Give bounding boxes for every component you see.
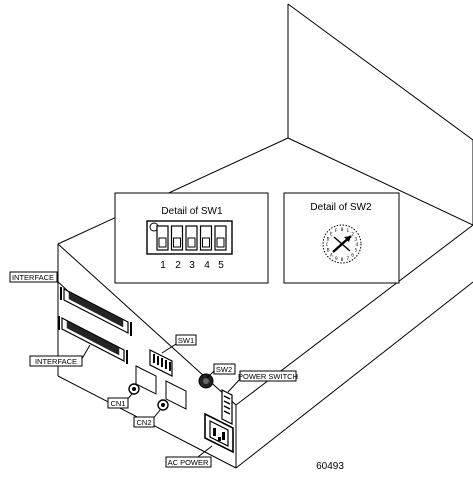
dial-digit: F — [335, 228, 338, 234]
dip-toggle-knob — [173, 237, 181, 248]
dial-digit: 3 — [355, 236, 358, 242]
dial-digit: E — [330, 231, 333, 237]
label-power-switch: POWER SWITCH — [238, 372, 298, 381]
dial-digit: D — [327, 236, 330, 242]
dial-digit: 4 — [356, 242, 359, 248]
cn1-jack — [128, 365, 157, 395]
dip-toggle-knob — [158, 237, 167, 248]
dial-digit: 6 — [351, 253, 354, 259]
label-ac-power: AC POWER — [168, 458, 209, 467]
dial-digit: B — [327, 248, 330, 254]
dip-toggle-knob — [216, 237, 225, 248]
sw1-detail-panel: Detail of SW1 1 2 3 4 5 — [114, 192, 269, 284]
interface-connector-top — [60, 287, 132, 336]
dial-digit: C — [326, 242, 329, 248]
sw2-rotary-knob — [198, 373, 214, 389]
dip-toggle-knob — [187, 237, 196, 248]
label-cn2: CN2 — [136, 418, 151, 427]
sw1-detail-title: Detail of SW1 — [161, 206, 223, 217]
dip-toggle-knob — [202, 237, 210, 248]
label-sw2: SW2 — [216, 365, 232, 374]
figure-id: 60493 — [316, 461, 344, 472]
enclosure-outline — [57, 3, 473, 469]
label-boxes: INTERFACE INTERFACE SW1 SW2 POWER SWITCH… — [9, 271, 298, 468]
dial-digit: 7 — [346, 256, 349, 262]
label-interface-top: INTERFACE — [12, 273, 54, 282]
arrow-head-icon — [344, 236, 351, 242]
sw2-detail-title: Detail of SW2 — [310, 202, 372, 213]
power-switch — [221, 389, 233, 425]
dial-digit: 2 — [351, 231, 354, 237]
dial-digit: 8 — [341, 257, 344, 263]
label-cn1: CN1 — [110, 399, 125, 408]
switch-number: 1 — [160, 260, 166, 271]
cn2-jack — [157, 380, 187, 411]
sw1-switch-numbers: 1 2 3 4 5 — [160, 260, 224, 271]
dial-digit: 0 — [341, 227, 344, 233]
switch-number: 4 — [204, 260, 210, 271]
dial-digit: 9 — [335, 256, 338, 262]
dial-digit: 1 — [346, 228, 349, 234]
switch-number: 2 — [175, 260, 181, 271]
label-sw1: SW1 — [178, 336, 194, 345]
dial-digit: 5 — [355, 248, 358, 254]
dip-switch-toggles — [156, 225, 227, 251]
interface-connector-bottom — [58, 316, 128, 364]
switch-number: 5 — [218, 260, 224, 271]
label-interface-bottom: INTERFACE — [35, 357, 77, 366]
sw1-dip-switch — [149, 349, 173, 377]
ac-power-inlet — [204, 412, 234, 454]
switch-number: 3 — [189, 260, 195, 271]
dial-digit: A — [330, 253, 333, 259]
